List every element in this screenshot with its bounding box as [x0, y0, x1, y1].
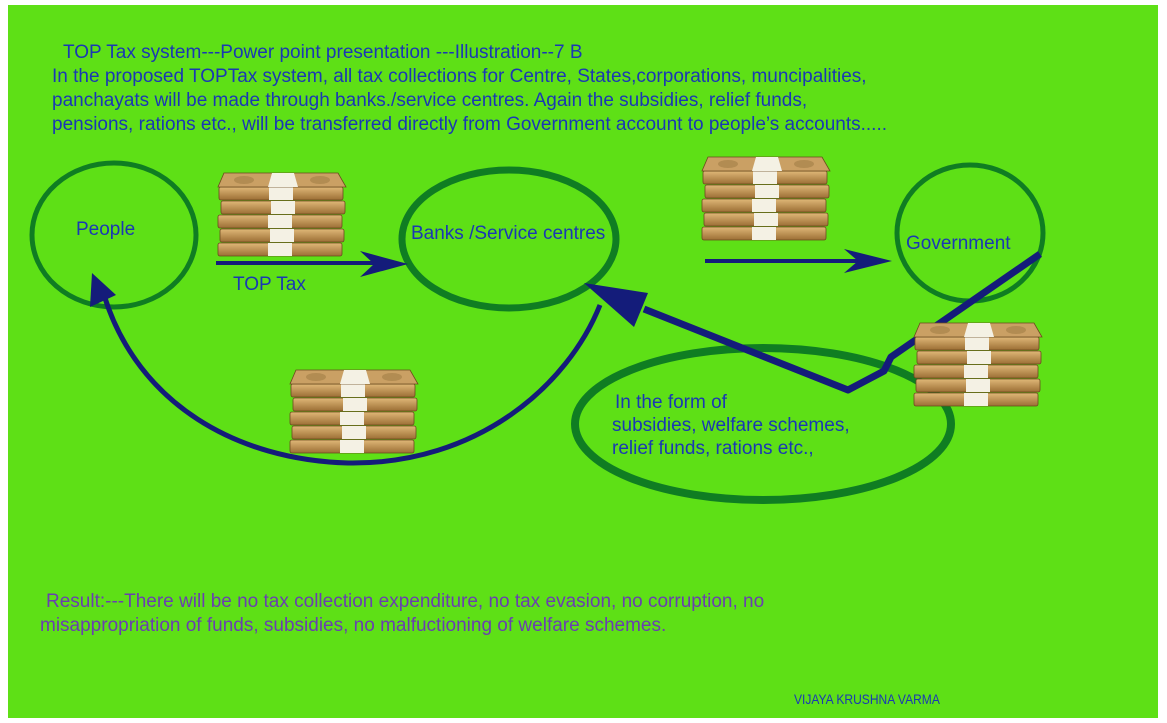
welfare-text: In the form of subsidies, welfare scheme… [612, 391, 850, 460]
intro-title: TOP Tax system---Power point presentatio… [63, 42, 583, 63]
intro-line: pensions, rations etc., will be transfer… [52, 114, 887, 135]
top-tax-arrow [216, 251, 408, 277]
flow-diagram [8, 5, 1158, 718]
banks-to-people-arrow [90, 273, 603, 466]
welfare-line: relief funds, rations etc., [612, 438, 814, 459]
result-line: misappropriation of funds, subsidies, no… [40, 615, 667, 636]
welfare-node [571, 344, 955, 504]
author-credit: VIJAYA KRUSHNA VARMA [794, 691, 940, 707]
people-label: People [76, 219, 136, 240]
welfare-line: In the form of [615, 392, 727, 413]
result-text: Result:---There will be no tax collectio… [40, 590, 764, 638]
banks-to-government-arrow [705, 249, 892, 273]
people-node [29, 160, 199, 310]
intro-line: In the proposed TOPTax system, all tax c… [52, 66, 867, 87]
banks-label: Banks /Service centres [411, 223, 606, 244]
government-label: Government [906, 233, 1011, 254]
banks-node [398, 166, 620, 312]
top-tax-label: TOP Tax [233, 274, 306, 295]
slide: TOP Tax system---Power point presentatio… [8, 5, 1158, 718]
result-line: Result:---There will be no tax collectio… [46, 591, 765, 612]
intro-paragraph: In the proposed TOPTax system, all tax c… [52, 65, 887, 137]
welfare-line: subsidies, welfare schemes, [612, 415, 850, 436]
intro-line: panchayats will be made through banks./s… [52, 90, 808, 111]
